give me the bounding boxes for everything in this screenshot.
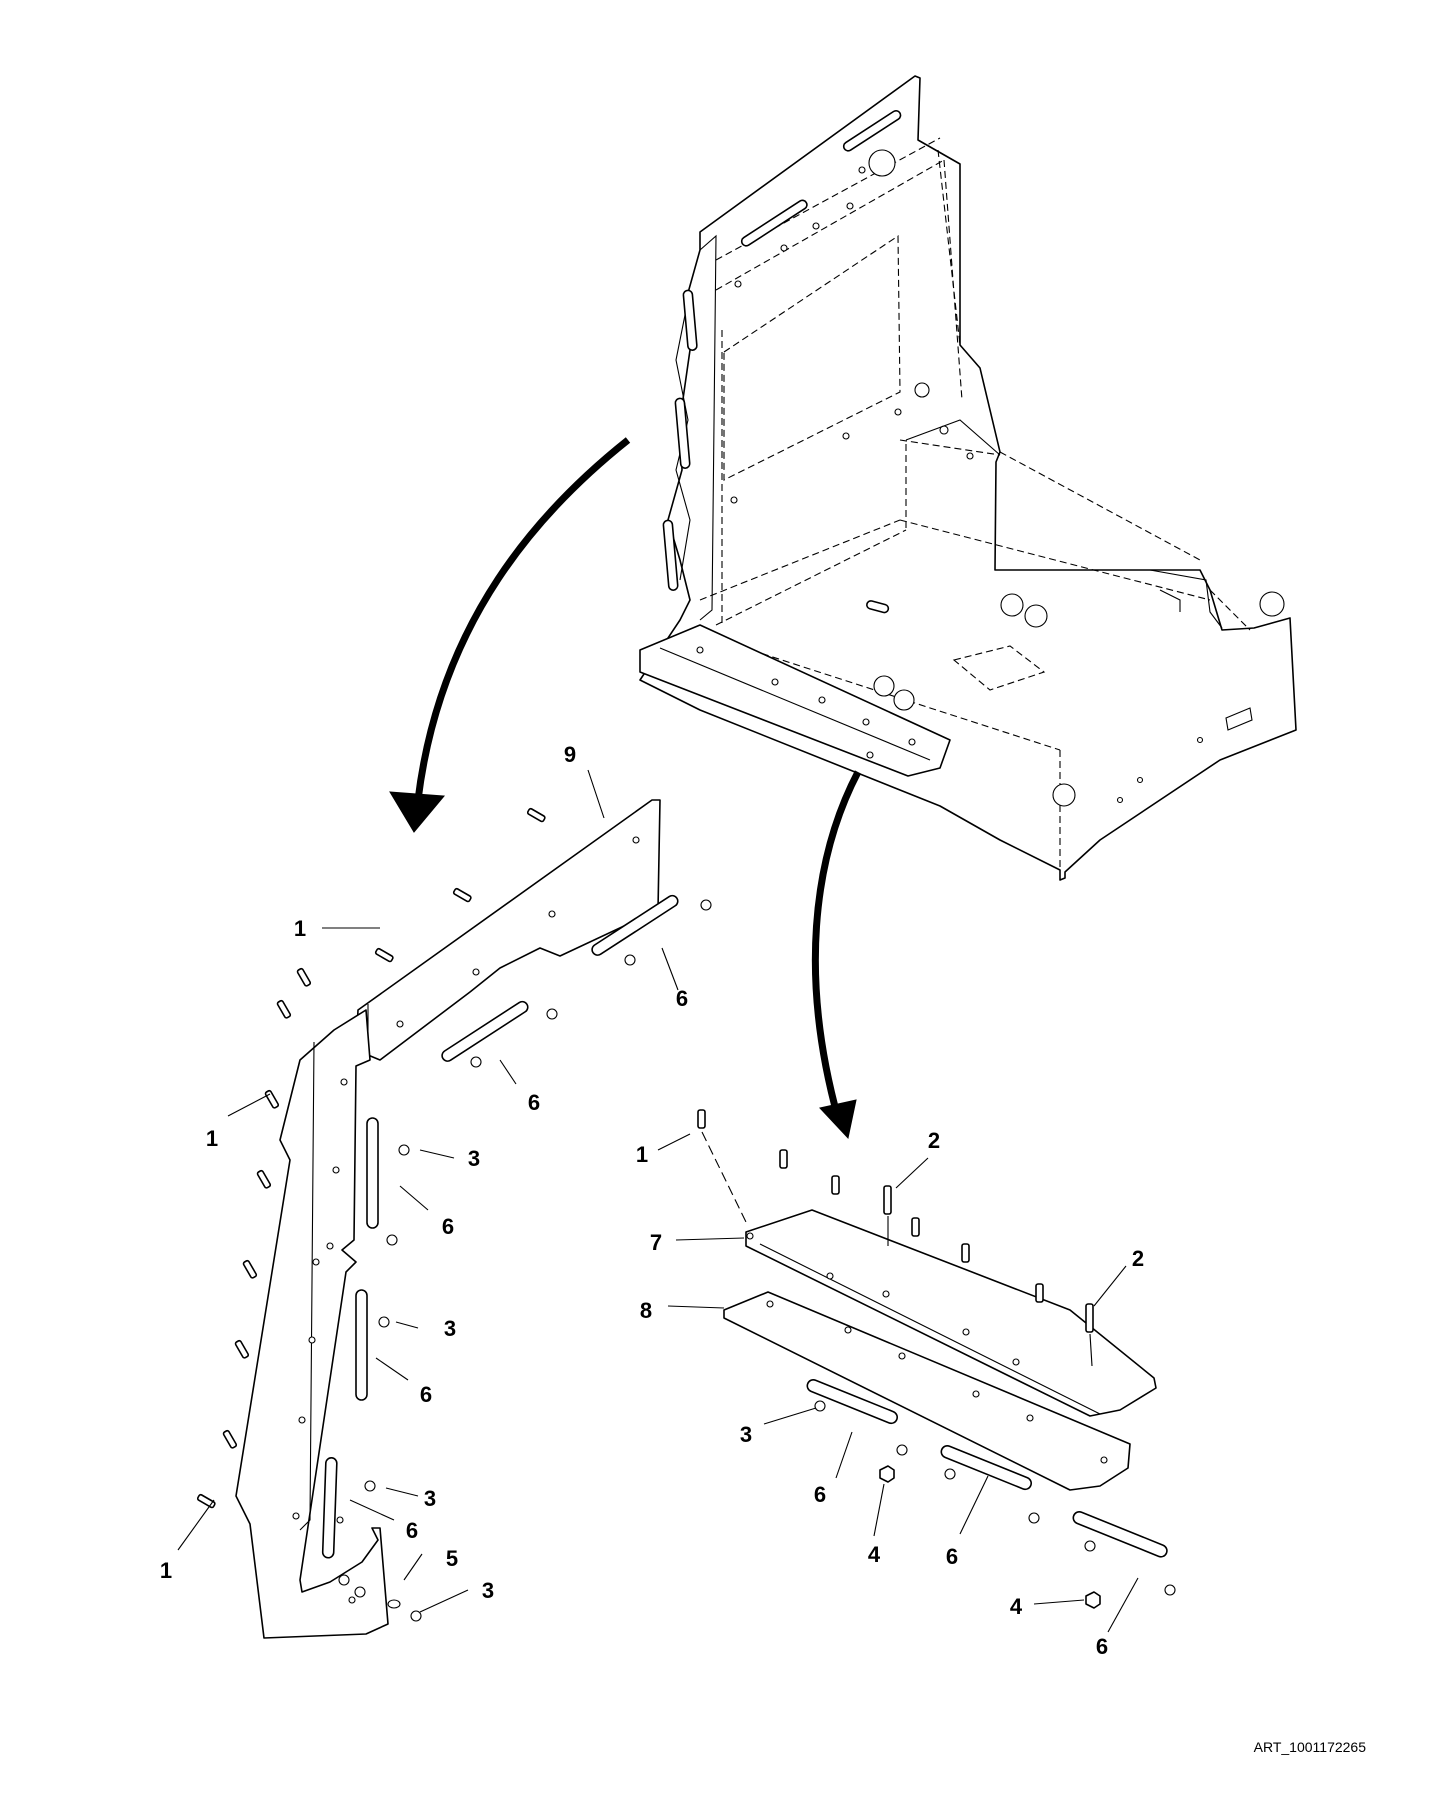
seat-frame-assembly xyxy=(639,75,1297,881)
callout-item-2: 2 xyxy=(928,1128,940,1153)
callout-item-4: 4 xyxy=(1010,1594,1023,1619)
direction-arrows xyxy=(389,437,862,1140)
callout-item-1: 1 xyxy=(160,1558,172,1583)
strap-6-top-left xyxy=(441,1000,529,1062)
callout-item-6: 6 xyxy=(528,1090,540,1115)
callout-item-3: 3 xyxy=(444,1316,456,1341)
strap-6-upper xyxy=(366,1117,379,1229)
callout-item-6: 6 xyxy=(814,1482,826,1507)
strap-6-lower xyxy=(321,1457,338,1559)
strap-6-front-middle xyxy=(940,1445,1032,1491)
callout-item-1: 1 xyxy=(636,1142,648,1167)
callout-item-6: 6 xyxy=(420,1382,432,1407)
strap-6-top-right xyxy=(591,894,679,956)
item-8-lower-plate xyxy=(723,1291,1131,1491)
bolts-item-1-side xyxy=(196,807,546,1509)
art-reference-number: ART_1001172265 xyxy=(1254,1739,1367,1755)
callout-item-3: 3 xyxy=(424,1486,436,1511)
strap-6-front-left xyxy=(806,1379,898,1425)
callout-item-5: 5 xyxy=(446,1546,458,1571)
callout-item-9: 9 xyxy=(564,742,576,767)
bolts-item-1-2-front xyxy=(697,1109,1094,1333)
arrow-head-front-panel xyxy=(819,1099,857,1140)
callout-item-3: 3 xyxy=(740,1422,752,1447)
callout-item-7: 7 xyxy=(650,1230,662,1255)
front-panel-assembly xyxy=(697,1109,1176,1609)
callout-item-4: 4 xyxy=(868,1542,881,1567)
item-9-top-plate xyxy=(355,799,661,1061)
callout-item-8: 8 xyxy=(640,1298,652,1323)
item-7-upper-plate xyxy=(745,1209,1157,1417)
callout-item-6: 6 xyxy=(406,1518,418,1543)
strap-6-middle xyxy=(355,1289,368,1401)
strap-6-front-right xyxy=(1072,1511,1168,1558)
back-panel-slots xyxy=(662,109,902,591)
arrow-to-side-panel xyxy=(414,437,631,801)
callout-item-3: 3 xyxy=(482,1578,494,1603)
arrow-to-front-panel xyxy=(811,770,862,1119)
callout-item-6: 6 xyxy=(676,986,688,1011)
callout-item-3: 3 xyxy=(468,1146,480,1171)
callout-labels: 9 1 6 6 1 3 6 3 6 3 6 1 5 3 1 2 7 2 8 3 … xyxy=(160,742,1144,1659)
seat-frame-front-lip xyxy=(639,624,951,777)
callout-item-2: 2 xyxy=(1132,1246,1144,1271)
arrow-head-side-panel xyxy=(389,791,446,833)
seat-frame-back-panel xyxy=(639,75,1297,881)
callout-item-6: 6 xyxy=(946,1544,958,1569)
side-panel-assembly xyxy=(196,799,712,1639)
callout-item-1: 1 xyxy=(206,1126,218,1151)
callout-item-1: 1 xyxy=(294,916,306,941)
callout-item-6: 6 xyxy=(442,1214,454,1239)
leader-lines xyxy=(177,769,1139,1633)
callout-item-6: 6 xyxy=(1096,1634,1108,1659)
